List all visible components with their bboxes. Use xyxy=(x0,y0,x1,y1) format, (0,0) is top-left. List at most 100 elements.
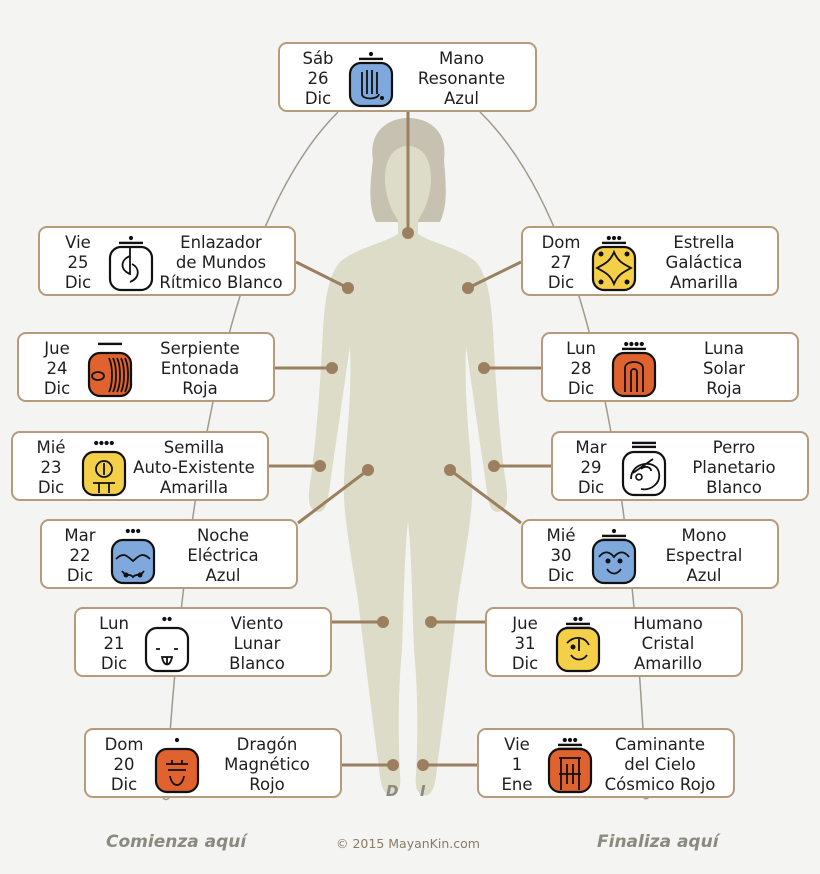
date-day: Sáb xyxy=(302,49,334,68)
tone-dot xyxy=(130,528,136,534)
date-num: 28 xyxy=(570,359,592,378)
tone-dot xyxy=(624,341,629,347)
name-line: Resonante xyxy=(417,69,506,88)
skywalker-glyph-icon xyxy=(547,737,593,794)
name-line: Mono xyxy=(681,526,727,545)
name-line: Viento xyxy=(230,614,284,633)
name-line: Blanco xyxy=(706,478,762,497)
tone-dot xyxy=(611,528,617,534)
glyph-frame xyxy=(144,626,190,673)
date-num: 21 xyxy=(103,634,125,653)
leader-line xyxy=(297,468,369,525)
hand-glyph-icon xyxy=(348,51,394,108)
glyph-frame xyxy=(87,351,133,398)
night-glyph-icon xyxy=(110,528,156,585)
body-point xyxy=(444,464,456,476)
glyph-detail xyxy=(156,648,178,666)
body-point xyxy=(342,282,354,294)
body-point xyxy=(417,759,429,771)
body-point xyxy=(488,460,500,472)
name-line: Dragón xyxy=(236,735,298,754)
start-label: Comienza aquí xyxy=(106,832,247,852)
name-line: Roja xyxy=(182,379,218,398)
human-glyph-icon xyxy=(555,616,601,673)
date-num: 20 xyxy=(113,755,135,774)
name-line: Amarilla xyxy=(669,273,739,292)
date-month: Dic xyxy=(547,566,575,585)
body-point xyxy=(314,460,326,472)
name-line: Rojo xyxy=(249,775,285,794)
name-line: Espectral xyxy=(665,546,743,565)
tone-bar xyxy=(566,622,590,626)
name-line: Blanco xyxy=(229,654,285,673)
date-day: Mar xyxy=(64,526,96,545)
body-point xyxy=(387,759,399,771)
date-num: 24 xyxy=(46,359,68,378)
name-line: Azul xyxy=(686,566,722,585)
moon-glyph-icon xyxy=(611,341,657,398)
name-line: Solar xyxy=(702,359,746,378)
name-line: Humano xyxy=(633,614,703,633)
date-month: Dic xyxy=(511,654,539,673)
glyph-frame xyxy=(621,450,667,497)
date-day: Dom xyxy=(541,233,581,252)
name-line: Cristal xyxy=(641,634,695,653)
date-day: Jue xyxy=(44,339,70,358)
date-num: 26 xyxy=(307,69,329,88)
glyph-frame xyxy=(611,351,657,398)
date-day: Jue xyxy=(512,614,538,633)
name-line: Lunar xyxy=(233,634,281,653)
tone-dot xyxy=(634,341,639,347)
date-day: Mié xyxy=(546,526,576,545)
tone-dot xyxy=(174,737,180,743)
leader-line xyxy=(467,260,522,290)
glyph-frame xyxy=(108,245,154,292)
tone-dot xyxy=(567,737,573,743)
name-line: Semilla xyxy=(163,438,225,457)
end-label: Finaliza aquí xyxy=(597,832,719,852)
glyph-detail xyxy=(361,70,384,100)
tone-dot xyxy=(573,737,578,743)
tone-dot xyxy=(562,737,567,743)
tone-dot xyxy=(606,235,611,241)
name-line: Caminante xyxy=(615,735,705,754)
name-line: Azul xyxy=(444,89,479,108)
date-num: 31 xyxy=(514,634,536,653)
tone-dot xyxy=(639,341,644,347)
name-line: Noche xyxy=(196,526,250,545)
tone-bar xyxy=(359,57,383,61)
date-month: Dic xyxy=(547,273,575,292)
date-month: Dic xyxy=(37,478,65,497)
tone-dot xyxy=(167,616,172,622)
name-line: del Cielo xyxy=(624,755,696,774)
tone-dot xyxy=(99,440,104,446)
star-glyph-icon xyxy=(591,235,637,292)
body-point xyxy=(425,616,437,628)
name-line: Luna xyxy=(704,339,744,358)
name-line: Eléctrica xyxy=(187,546,259,565)
tone-dot xyxy=(368,51,374,57)
glyph-frame xyxy=(591,538,637,585)
name-line: Perro xyxy=(712,438,756,457)
